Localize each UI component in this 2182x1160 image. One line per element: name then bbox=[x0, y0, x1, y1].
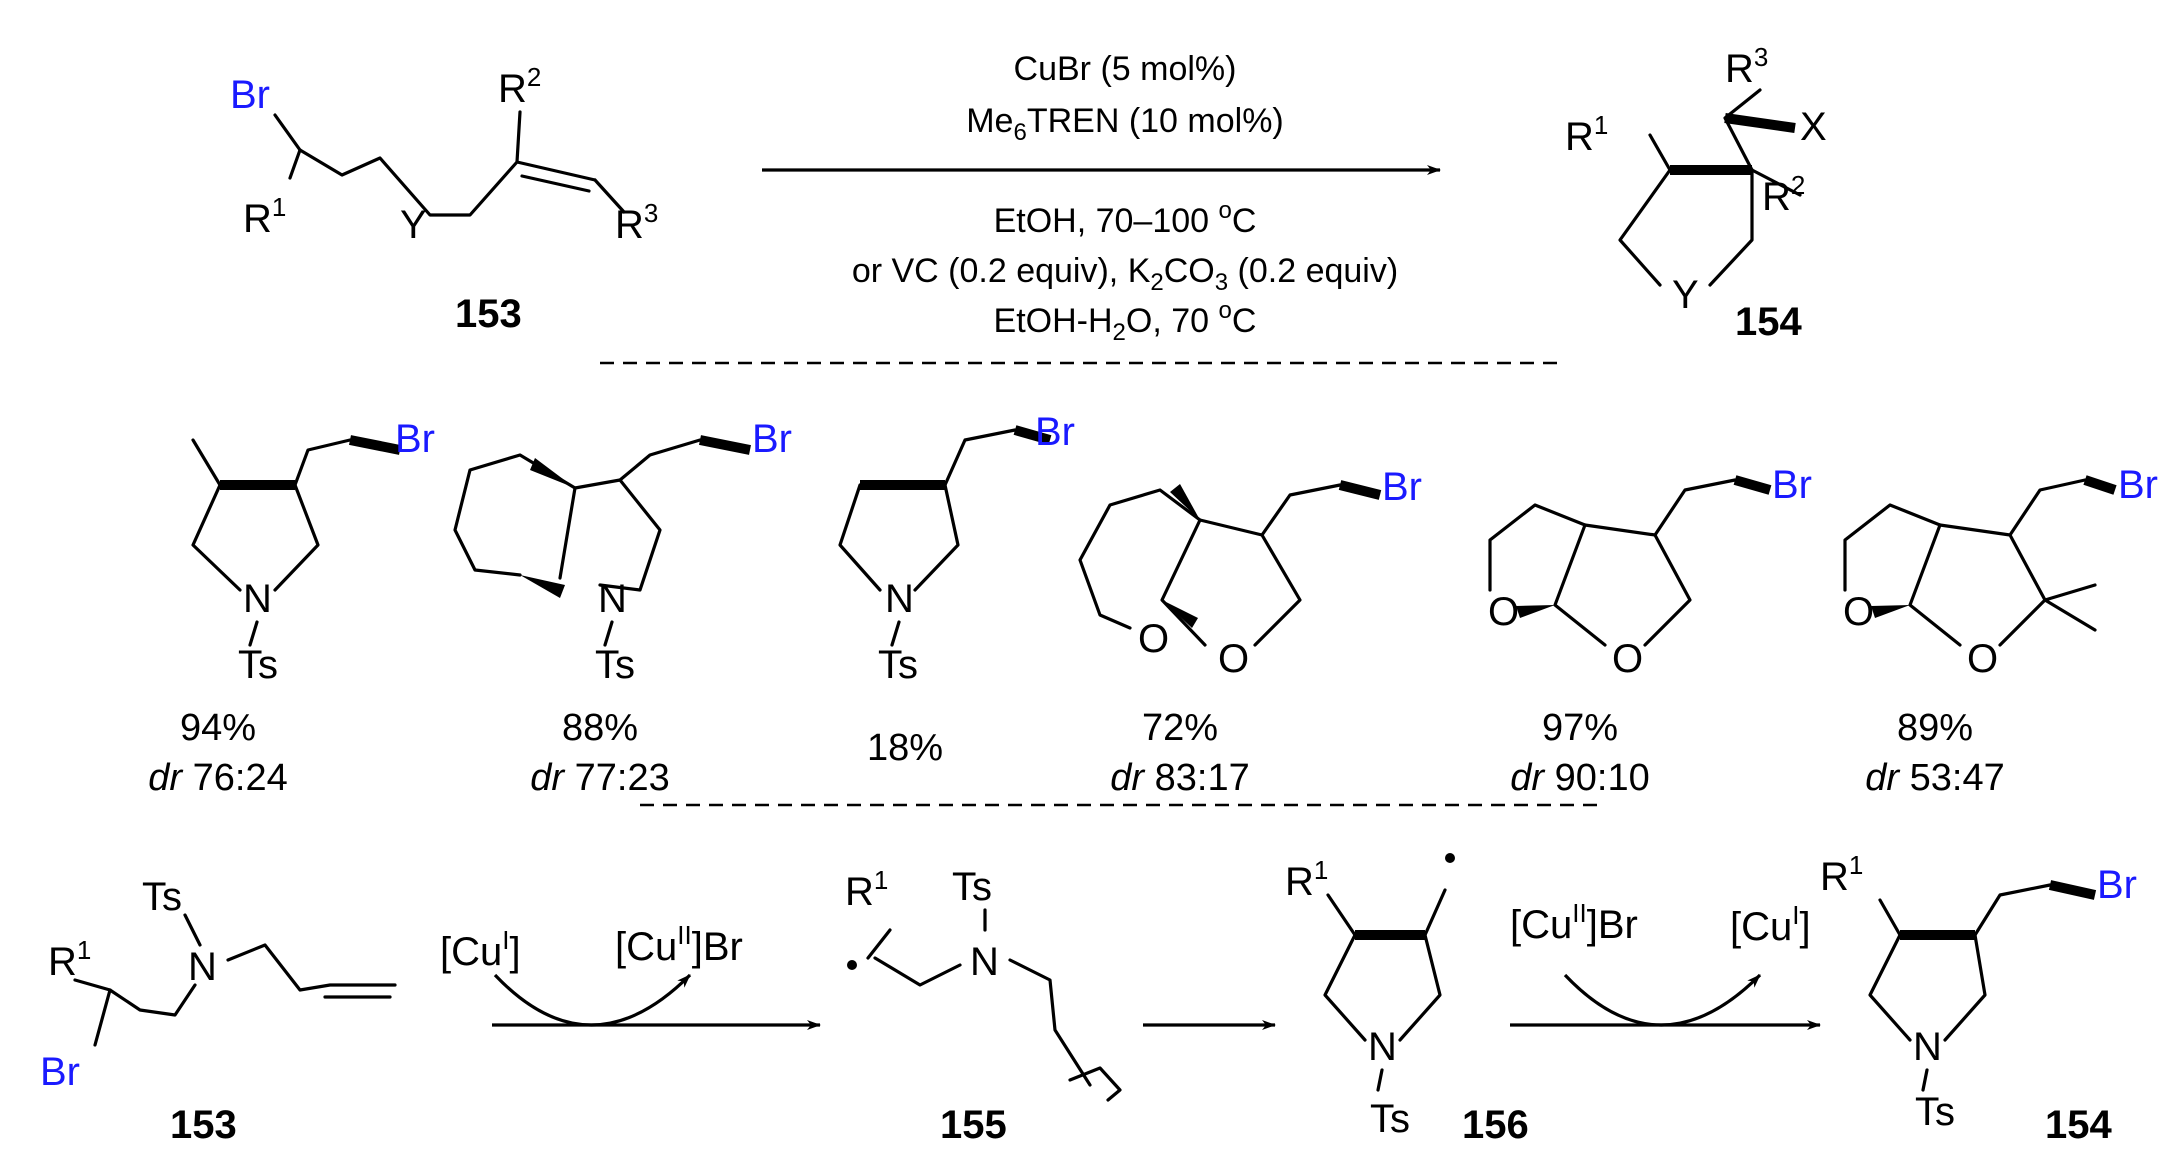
example-6-yield: 89% bbox=[1897, 707, 1973, 749]
stereo-wedge bbox=[1170, 484, 1200, 520]
stereo-wedge bbox=[1871, 605, 1910, 618]
compound-number-154: 154 bbox=[1735, 300, 1802, 344]
copper-i-reagent: [CuI] bbox=[1730, 900, 1811, 949]
bromine-atom: Br bbox=[1035, 410, 1075, 454]
curved-arrow bbox=[493, 973, 692, 1027]
condition-catalyst: CuBr (5 mol%) bbox=[1014, 50, 1237, 88]
example-5-dr: dr 90:10 bbox=[1510, 757, 1649, 799]
reaction-conditions: CuBr (5 mol%) Me6TREN (10 mol%) EtOH, 70… bbox=[762, 50, 1441, 346]
example-3-structure: Br N Ts bbox=[838, 410, 1075, 687]
compound-number-154: 154 bbox=[2045, 1103, 2112, 1147]
bromine-atom: Br bbox=[1382, 465, 1422, 509]
bromine-atom: Br bbox=[1772, 463, 1812, 507]
oxygen-atom: O bbox=[1843, 590, 1874, 634]
nitrogen-atom: N bbox=[970, 940, 999, 984]
oxygen-atom: O bbox=[1218, 637, 1249, 681]
example-3-yield: 18% bbox=[867, 727, 943, 769]
nitrogen-atom: N bbox=[885, 577, 914, 621]
example-1-yield: 94% bbox=[180, 707, 256, 749]
example-6-structure: Br O O bbox=[1843, 463, 2158, 681]
radical-dot bbox=[1445, 853, 1455, 863]
example-2-structure: Br N Ts bbox=[453, 417, 792, 687]
compound-number-155: 155 bbox=[940, 1103, 1007, 1147]
condition-solvent-temp: EtOH, 70–100 oC bbox=[994, 197, 1257, 240]
step-1-arrow-group: [CuI] [CuII]Br bbox=[440, 920, 821, 1030]
r1-group: R1 bbox=[1565, 110, 1608, 159]
bromine-atom: Br bbox=[752, 417, 792, 461]
tosyl-group: Ts bbox=[238, 643, 278, 687]
bromine-atom: Br bbox=[395, 417, 435, 461]
condition-ligand: Me6TREN (10 mol%) bbox=[966, 102, 1284, 146]
example-6-dr: dr 53:47 bbox=[1865, 757, 2004, 799]
copper-ii-bromide: [CuII]Br bbox=[1510, 898, 1638, 947]
oxygen-atom: O bbox=[1138, 617, 1169, 661]
r1-group: R1 bbox=[48, 935, 91, 984]
radical-155-structure: R1 Ts N bbox=[845, 865, 1122, 1102]
nitrogen-atom: N bbox=[188, 945, 217, 989]
mechanism-153-structure: Ts N R1 Br bbox=[40, 875, 397, 1094]
r2-group: R2 bbox=[498, 62, 541, 111]
r3-group: R3 bbox=[1725, 42, 1768, 91]
tosyl-group: Ts bbox=[878, 643, 918, 687]
example-1-dr: dr 76:24 bbox=[148, 757, 287, 799]
x-atom: X bbox=[1800, 105, 1827, 149]
tosyl-group: Ts bbox=[952, 865, 992, 909]
r1-group: R1 bbox=[1820, 850, 1863, 899]
r3-group: R3 bbox=[615, 198, 658, 247]
example-4-yield: 72% bbox=[1142, 707, 1218, 749]
stereo-wedge bbox=[530, 458, 575, 488]
compound-number-153: 153 bbox=[455, 292, 522, 336]
bromine-atom: Br bbox=[2097, 863, 2137, 907]
copper-i-reagent: [CuI] bbox=[440, 925, 521, 974]
example-2-yield: 88% bbox=[562, 707, 638, 749]
y-atom: Y bbox=[1672, 273, 1699, 317]
tosyl-group: Ts bbox=[142, 875, 182, 919]
compound-number-153: 153 bbox=[170, 1103, 237, 1147]
curved-arrow bbox=[1563, 973, 1762, 1027]
example-4-structure: Br O O bbox=[1078, 465, 1422, 681]
radical-dot bbox=[847, 960, 857, 970]
example-2-dr: dr 77:23 bbox=[530, 757, 669, 799]
radical-156-structure: R1 N Ts bbox=[1285, 853, 1455, 1141]
substrate-153-structure: Br R1 Y R2 R3 bbox=[230, 62, 658, 247]
r1-group: R1 bbox=[1285, 855, 1328, 904]
r1-group: R1 bbox=[845, 865, 888, 914]
example-5-structure: Br O O bbox=[1488, 463, 1812, 681]
nitrogen-atom: N bbox=[243, 577, 272, 621]
bromine-atom: Br bbox=[2118, 463, 2158, 507]
oxygen-atom: O bbox=[1612, 637, 1643, 681]
example-1-structure: Br N Ts bbox=[191, 417, 435, 687]
tosyl-group: Ts bbox=[1915, 1090, 1955, 1134]
condition-aqueous: EtOH-H2O, 70 oC bbox=[994, 297, 1257, 346]
tosyl-group: Ts bbox=[1370, 1097, 1410, 1141]
bromine-atom: Br bbox=[230, 73, 270, 117]
bromine-atom: Br bbox=[40, 1050, 80, 1094]
product-154-mechanism-structure: Br R1 N Ts bbox=[1820, 850, 2137, 1134]
oxygen-atom: O bbox=[1967, 637, 1998, 681]
oxygen-atom: O bbox=[1488, 590, 1519, 634]
nitrogen-atom: N bbox=[598, 577, 627, 621]
r2-group: R2 bbox=[1762, 170, 1805, 219]
compound-number-156: 156 bbox=[1462, 1103, 1529, 1147]
example-5-yield: 97% bbox=[1542, 707, 1618, 749]
copper-ii-bromide: [CuII]Br bbox=[615, 920, 743, 969]
tosyl-group: Ts bbox=[595, 643, 635, 687]
condition-alternative: or VC (0.2 equiv), K2CO3 (0.2 equiv) bbox=[852, 252, 1398, 296]
step-3-arrow-group: [CuII]Br [CuI] bbox=[1510, 898, 1821, 1030]
example-4-dr: dr 83:17 bbox=[1110, 757, 1249, 799]
product-154-structure: R1 R3 X R2 Y bbox=[1565, 42, 1827, 317]
stereo-wedge bbox=[520, 575, 565, 598]
nitrogen-atom: N bbox=[1913, 1025, 1942, 1069]
stereo-wedge bbox=[1516, 605, 1555, 618]
nitrogen-atom: N bbox=[1368, 1025, 1397, 1069]
stereo-wedge bbox=[1162, 600, 1198, 628]
y-atom: Y bbox=[400, 203, 427, 247]
r1-group: R1 bbox=[243, 192, 286, 241]
